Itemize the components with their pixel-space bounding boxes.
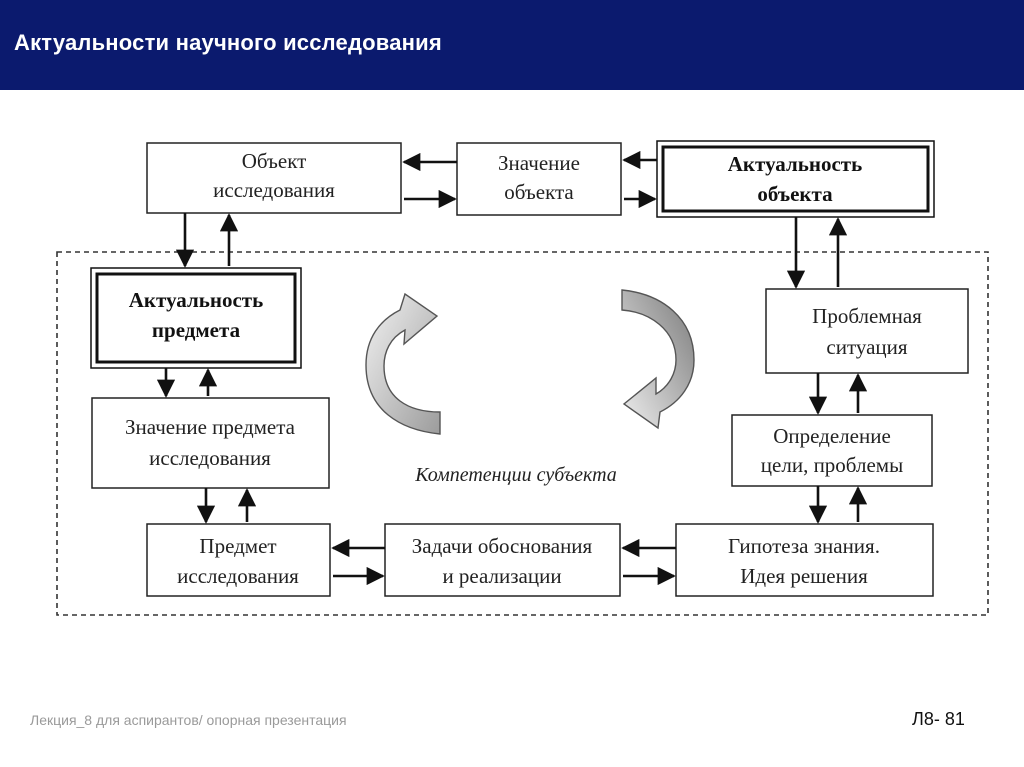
- node-object-relevance-line2: объекта: [757, 182, 833, 206]
- node-problem-situation-line2: ситуация: [826, 335, 907, 359]
- node-subject-relevance-line2: предмета: [152, 318, 241, 342]
- node-tasks: Задачи обоснования и реализации: [384, 523, 621, 597]
- slide-header: Актуальности научного исследования: [0, 0, 1024, 90]
- cycle-arrow-left: [365, 292, 441, 435]
- node-problem-situation-line1: Проблемная: [812, 304, 922, 328]
- node-problem-situation: Проблемная ситуация: [765, 288, 969, 374]
- competence-frame: [56, 251, 989, 616]
- slide-title: Актуальности научного исследования: [14, 30, 442, 55]
- node-object-meaning-line1: Значение: [498, 151, 580, 175]
- node-object-relevance-line1: Актуальность: [728, 152, 862, 176]
- node-object-meaning-line2: объекта: [504, 180, 574, 204]
- footer-lecture-label: Лекция_8 для аспирантов/ опорная презент…: [30, 712, 347, 728]
- node-object: Объект исследования: [146, 142, 402, 214]
- node-subject-line1: Предмет: [199, 534, 276, 558]
- node-subject-line2: исследования: [177, 564, 299, 588]
- node-hypothesis-line1: Гипотеза знания.: [728, 534, 880, 558]
- node-goal-definition: Определение цели, проблемы: [731, 414, 933, 487]
- node-object-line2: исследования: [213, 178, 335, 202]
- node-tasks-line2: и реализации: [442, 564, 561, 588]
- node-subject-relevance-line1: Актуальность: [129, 288, 263, 312]
- node-subject-relevance: Актуальность предмета: [90, 267, 302, 369]
- node-subject-meaning: Значение предмета исследования: [91, 397, 330, 489]
- node-goal-definition-line2: цели, проблемы: [761, 453, 903, 477]
- slide-number: Л8- 81: [912, 709, 965, 729]
- node-tasks-line1: Задачи обоснования: [412, 534, 593, 558]
- node-subject-meaning-line1: Значение предмета: [125, 415, 296, 439]
- node-subject: Предмет исследования: [146, 523, 331, 597]
- competence-label: Компетенции субъекта: [414, 464, 617, 486]
- node-subject-meaning-line2: исследования: [149, 446, 271, 470]
- cycle-arrow-right: [621, 289, 695, 430]
- node-object-relevance: Актуальность объекта: [656, 140, 935, 218]
- node-object-meaning: Значение объекта: [456, 142, 622, 216]
- node-hypothesis-line2: Идея решения: [740, 564, 868, 588]
- node-goal-definition-line1: Определение: [773, 424, 891, 448]
- node-object-line1: Объект: [242, 149, 307, 173]
- node-hypothesis: Гипотеза знания. Идея решения: [675, 523, 934, 597]
